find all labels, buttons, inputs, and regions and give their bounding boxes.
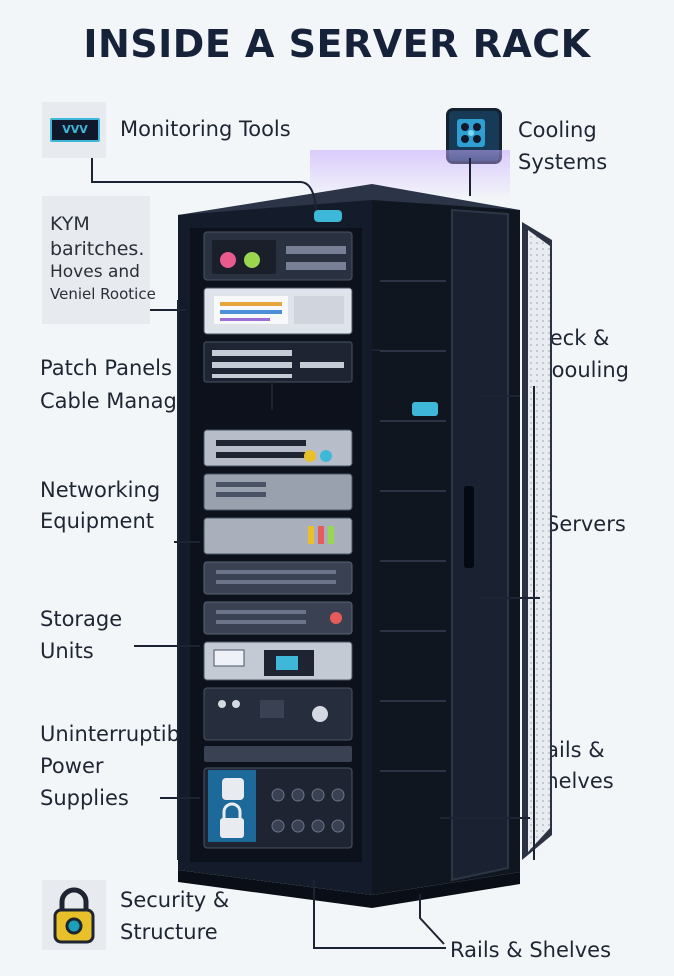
- rack-units: [203, 231, 353, 849]
- label-keck-line2: Coouling: [537, 358, 629, 382]
- monitor-waveform-icon: VVV: [50, 118, 100, 142]
- fan-grid-graphic: [457, 119, 485, 147]
- label-storage-line1: Storage: [40, 607, 123, 631]
- label-ups-line3: Supplies: [40, 786, 129, 810]
- label-kym-line2: baritches.: [50, 238, 145, 260]
- label-patch-panels-line2: Cable Management: [40, 389, 245, 413]
- fan-grid-icon: [446, 108, 502, 164]
- label-kym-line3: Hoves and: [50, 262, 140, 282]
- monitoring-icon-box: VVV: [42, 102, 106, 158]
- label-cooling-line1: Cooling: [518, 118, 597, 142]
- kym-label-box: [42, 196, 150, 324]
- rack-front-frame: [178, 200, 372, 895]
- rack-base: [178, 870, 520, 908]
- rack-top: [178, 184, 520, 232]
- label-rails-right-line2: Shelves: [532, 769, 614, 793]
- label-monitoring-tools: Monitoring Tools: [120, 117, 291, 141]
- label-networking-line2: Equipment: [40, 509, 154, 533]
- label-servers: Servers: [546, 512, 626, 536]
- page-title: INSIDE A SERVER RACK: [83, 22, 591, 66]
- label-kym-line1: KYM: [50, 213, 90, 235]
- label-ups-line2: Power: [40, 754, 104, 778]
- callout-lines: [91, 158, 540, 949]
- label-ups-line1: Uninterruptible: [40, 722, 199, 746]
- label-kym-line4: Veniel Rootice: [50, 285, 156, 303]
- rack-side-door: [372, 200, 520, 895]
- label-rails-bottom: Rails & Shelves: [450, 938, 612, 962]
- label-cooling-line2: Systems: [518, 150, 608, 174]
- label-keck-line1: Keck &: [537, 326, 610, 350]
- label-networking-line1: Networking: [40, 478, 161, 502]
- label-rails-right-line1: Rails &: [532, 738, 605, 762]
- label-patch-panels-line1: Patch Panels &: [40, 356, 195, 380]
- padlock-icon: [53, 887, 95, 944]
- label-storage-line2: Units: [40, 639, 94, 663]
- label-security-line2: Structure: [120, 920, 218, 944]
- security-icon-box: [42, 880, 106, 950]
- label-security-line1: Security &: [120, 888, 230, 912]
